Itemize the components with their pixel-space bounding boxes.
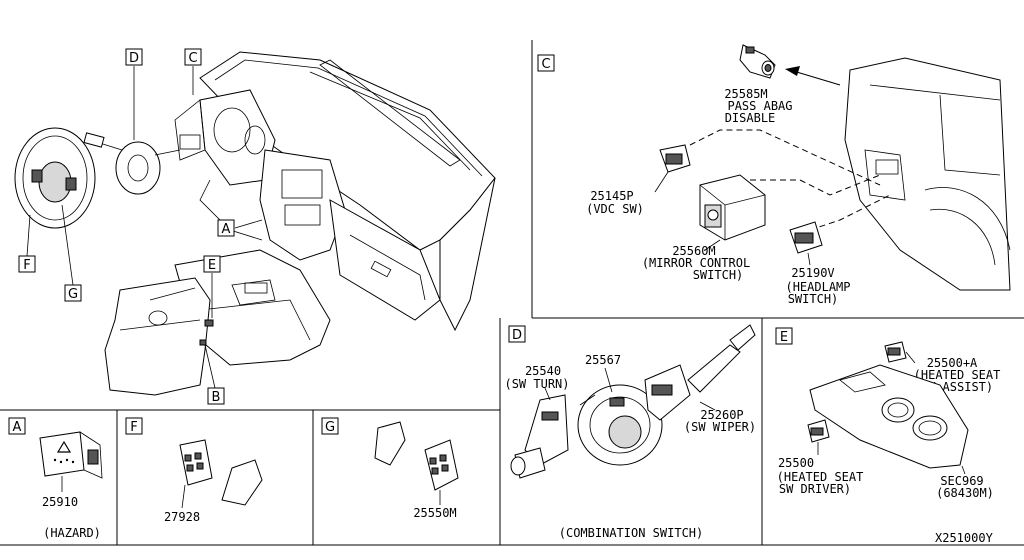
callout-f-main: F — [18, 255, 36, 273]
svg-text:E: E — [208, 258, 216, 273]
panel-a: A 25910 (HAZARD) — [8, 417, 103, 540]
part-25540-number: 25540 — [525, 364, 561, 378]
part-25500-desc2: SW DRIVER) — [779, 482, 851, 496]
svg-text:C: C — [188, 51, 197, 66]
panel-g: G 25550M — [321, 417, 459, 520]
part-25500a-shape — [884, 341, 907, 363]
part-27928-shape — [179, 439, 213, 486]
part-25560m-number: 25560M — [672, 244, 715, 258]
part-25540-desc1: (SW TURN) — [504, 377, 569, 391]
part-25910-desc1: (HAZARD) — [43, 526, 101, 540]
part-25560m-shape — [699, 174, 766, 241]
part-25145p-shape — [659, 144, 691, 173]
part-25145p-number: 25145P — [590, 189, 633, 203]
part-25540-shape — [510, 394, 569, 479]
svg-text:G: G — [68, 287, 78, 302]
part-25585m-desc1: PASS ABAG — [727, 99, 792, 113]
part-25500-shape — [807, 419, 830, 443]
svg-text:E: E — [780, 330, 788, 345]
svg-text:G: G — [325, 420, 335, 435]
part-25500a-number: 25500+A — [927, 356, 978, 370]
part-27928-number: 27928 — [164, 510, 200, 524]
svg-text:D: D — [129, 51, 139, 66]
panel-c: C 25585M PASS ABAG DISABLE — [537, 44, 1011, 306]
callout-b-main: B — [207, 387, 225, 405]
sec969-number: SEC969 — [940, 474, 983, 488]
callout-g-main: G — [64, 284, 82, 302]
part-25585m-desc2: DISABLE — [725, 111, 776, 125]
part-25567-shape — [577, 384, 663, 466]
diagram-id: X251000Y — [935, 531, 994, 545]
part-25260p-desc1: (SW WIPER) — [684, 420, 756, 434]
part-25910-number: 25910 — [42, 495, 78, 509]
combination-switch-caption: (COMBINATION SWITCH) — [559, 526, 704, 540]
svg-text:A: A — [222, 222, 231, 237]
svg-text:B: B — [212, 390, 221, 405]
svg-text:D: D — [512, 328, 522, 343]
callout-d-main: D — [125, 48, 143, 66]
panel-e: E 25500+A (HEATED SEAT SW ASSIST) 25500 … — [775, 327, 1001, 500]
dashboard-illustration — [14, 51, 496, 396]
part-25560m-desc2: SWITCH) — [693, 268, 744, 282]
part-25500-desc1: (HEATED SEAT — [777, 470, 864, 484]
part-25500a-desc1: (HEATED SEAT — [914, 368, 1001, 382]
part-25260p-shape — [644, 324, 756, 421]
cover-shape — [221, 459, 263, 506]
svg-text:C: C — [541, 57, 550, 72]
panel-f: F 27928 — [125, 417, 263, 524]
part-25190v-desc1: (HEADLAMP — [785, 280, 850, 294]
part-25550m-number: 25550M — [413, 506, 456, 520]
callout-a-main: A — [217, 219, 235, 237]
part-25190v-shape — [789, 221, 823, 254]
svg-text:A: A — [13, 420, 22, 435]
part-25567-number: 25567 — [585, 353, 621, 367]
svg-text:F: F — [130, 420, 137, 435]
hazard-switch-shape — [39, 431, 103, 479]
console-panel-shape — [809, 364, 969, 469]
callout-e-main: E — [203, 255, 221, 273]
part-25500-number: 25500 — [778, 456, 814, 470]
part-25145p-desc1: (VDC SW) — [586, 202, 644, 216]
part-25585m-shape — [739, 44, 776, 79]
cover-shape-g — [374, 421, 406, 466]
part-25585m-number: 25585M — [724, 87, 767, 101]
panel-borders — [0, 40, 1024, 546]
part-25190v-number: 25190V — [791, 266, 834, 280]
svg-text:F: F — [23, 258, 30, 273]
sec969-desc1: (68430M) — [936, 486, 994, 500]
part-25550m-shape — [424, 439, 459, 491]
part-25190v-desc2: SWITCH) — [788, 292, 839, 306]
part-25260p-number: 25260P — [700, 408, 743, 422]
callout-c-main: C — [184, 48, 202, 66]
panel-d: D 25540 (SW TURN) 25567 25260P — [504, 324, 756, 540]
part-25560m-desc1: (MIRROR CONTROL — [642, 256, 750, 270]
